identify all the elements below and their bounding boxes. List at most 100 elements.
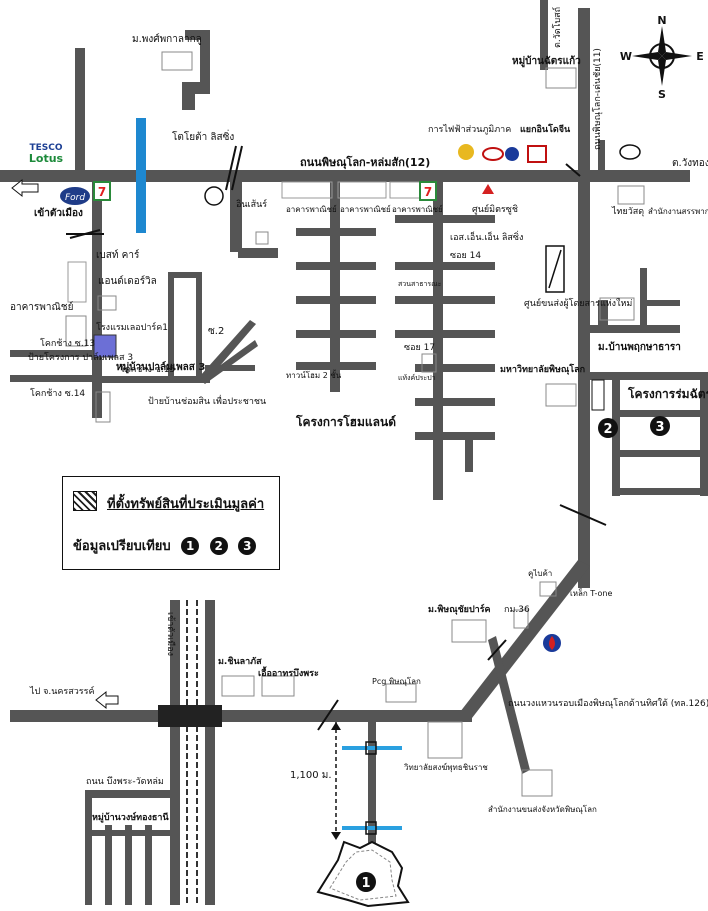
label-prueksa: ม.บ้านพฤกษาธารา	[598, 341, 681, 353]
label-soi14: ซอย 14	[450, 251, 481, 261]
road-grid-h	[465, 432, 473, 472]
label-university: มหาวิทยาลัยพิษณุโลก	[500, 363, 585, 375]
compass-s: S	[658, 88, 666, 101]
road-soi13	[10, 350, 100, 357]
road-soi2c	[205, 365, 255, 371]
lotus-label: Lotus	[29, 152, 64, 165]
road-breaks	[66, 145, 607, 731]
subject-hatch-swatch	[73, 491, 97, 511]
label-du-bai: คูไบค้า	[528, 569, 552, 579]
label-bus-terminal: ศูนย์ขนส่งผู้โดยสารแห่งใหม่	[524, 297, 632, 309]
map-labels: ถนนพิษณุโลก-หล่มสัก(12) ม.พงศ์พกาลากลู โ…	[10, 7, 708, 823]
label-electricity: การไฟฟ้าส่วนภูมิภาค	[428, 124, 511, 135]
label-pcg: Pcg พิษณุโลก	[372, 676, 421, 686]
bypass-road-126	[10, 710, 472, 722]
label-homeland: โครงการโฮมแลนด์	[295, 414, 396, 429]
road-prueksa	[590, 325, 680, 333]
road-palm-v2	[196, 272, 202, 382]
road-grid-b	[395, 262, 495, 270]
legend-box: ที่ตั้งทรัพย์สินที่ประเมินมูลค่า ข้อมูลเ…	[62, 476, 280, 570]
road-grid-d	[395, 330, 495, 338]
comparable-label-3: 3	[655, 420, 664, 435]
toyota-logo-icon	[482, 147, 504, 161]
label-hotel: โรงแรมเลอปาร์ค1	[96, 321, 168, 333]
compass-e: E	[696, 50, 704, 63]
label-andaman: แอนด์เดอร์วิล	[98, 275, 157, 287]
label-village-top: หมู่บ้านฉัตรแก้ว	[512, 55, 581, 68]
culvert-2	[365, 821, 377, 835]
bridge	[158, 705, 222, 727]
road-soi14	[10, 375, 100, 382]
label-soi15: โคกช้าง ซ.15	[120, 364, 175, 375]
road-to-city-south	[170, 600, 180, 905]
to-city-arrow-icon	[11, 178, 39, 198]
main-road-12	[0, 170, 690, 182]
label-wat-bot: ต.วัดโบสถ์	[551, 7, 563, 48]
road-prueksa-v2	[598, 300, 608, 330]
road-grid-g	[415, 432, 495, 440]
road-grid-c	[395, 296, 495, 304]
road-palm	[100, 376, 210, 383]
road-soi14-v	[433, 182, 443, 500]
label-com-bldg-2: อาคารพาณิชย์	[340, 204, 391, 214]
hotel-icon	[93, 334, 117, 358]
label-soi14b: โคกช้าง ซ.14	[30, 388, 85, 399]
bus-terminal-icon	[545, 245, 565, 293]
road-grid-f	[415, 398, 495, 406]
road-best-car-lower	[92, 378, 102, 418]
road-left-grid-3	[125, 825, 132, 905]
label-college: วิทยาลัยสงฆ์พุทธชินราช	[403, 762, 488, 772]
label-transport-office: สำนักงานขนส่งจังหวัดพิษณุโลก	[488, 804, 597, 814]
road-best-car	[92, 182, 102, 382]
seven-eleven-label-2: 7	[424, 185, 432, 199]
legend-compare-1: 1	[181, 537, 200, 555]
blue-line-2	[342, 826, 402, 830]
legend-compare-2: 2	[209, 537, 228, 555]
label-palm-project: ป้ายโครงการ ปาล์มเพลส 3	[28, 351, 133, 363]
label-mitsubishi: ศูนย์มิตรซูชิ	[472, 203, 518, 215]
label-revenue: สำนักงานสรรพากร	[648, 207, 708, 216]
road-soi2b	[200, 340, 258, 384]
comparable-label-2: 2	[603, 422, 612, 437]
road-palm-top	[168, 272, 202, 278]
label-tone: เหล็ก T-one	[570, 588, 612, 598]
mercedes-logo-icon	[204, 186, 224, 206]
label-sign: ป้ายบ้านช่อมสิน เพื่อประชาชน	[148, 394, 266, 407]
road-transport-office	[488, 636, 530, 774]
honda-logo-icon	[527, 145, 547, 163]
label-bueng-phra: ถนน บึงพระ-วัดหล่ม	[86, 776, 164, 787]
label-com-left: อาคารพาณิชย์	[10, 301, 73, 313]
distance-arrow-up	[331, 722, 341, 730]
road-left-grid-2	[105, 825, 112, 905]
road-in-sakd	[230, 182, 242, 252]
seven-eleven-label-1: 7	[98, 185, 106, 199]
road-palm-v1	[168, 272, 174, 382]
road-bueng-phra	[85, 790, 175, 798]
label-chuea: เอื้ออาทรบึงพระ	[258, 666, 319, 679]
road-11-diagonal	[460, 560, 590, 718]
road-grid-a	[395, 215, 495, 223]
subject-hatch	[329, 849, 397, 901]
label-soi13: โคกช้าง ซ.13	[40, 338, 95, 349]
label-wong-thong: หมู่บ้านวงษ์ทองธานี	[92, 811, 169, 823]
distance-arrow-down	[331, 832, 341, 840]
label-phong-pha: ม.พงศ์พกาลากลู	[132, 33, 202, 45]
compass-n: N	[657, 14, 666, 27]
label-to-city: เข้าตัวเมือง	[34, 207, 83, 219]
road-homeland-3	[296, 296, 376, 304]
to-nakhon-sawan-arrow-icon	[95, 690, 119, 710]
label-com-bldg-1: อาคารพาณิชย์	[286, 204, 337, 214]
label-soi2: ซ.2	[208, 326, 224, 337]
mazda-logo-icon	[619, 144, 641, 160]
ford-label: Ford	[65, 193, 85, 203]
road-11	[578, 8, 590, 588]
label-bypass: ถนนวงแหวนรอบเมืองพิษณุโลกด้านทิศใต้ (ทล.…	[508, 698, 708, 709]
road-rom-chat-1	[612, 410, 708, 417]
label-phitsanu-park: ม.พิษณุชัยปาร์ค	[428, 603, 491, 615]
mitsubishi-logo-icon	[482, 184, 494, 194]
label-main-road: ถนนพิษณุโลก-หล่มสัก(12)	[300, 155, 430, 170]
legend-subject-label: ที่ตั้งทรัพย์สินที่ประเมินมูลค่า	[107, 497, 265, 512]
label-in-sakd: อินเส้นร์	[236, 198, 267, 210]
road-phong-pha	[182, 30, 210, 110]
